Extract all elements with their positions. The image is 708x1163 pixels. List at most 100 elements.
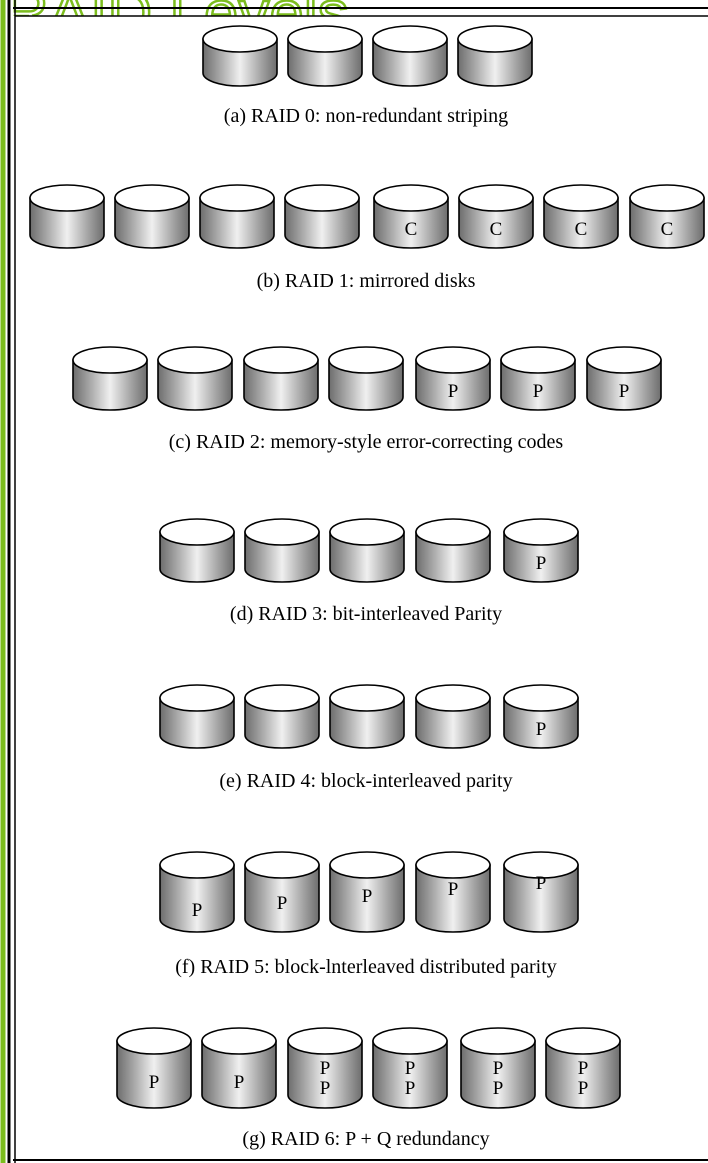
parity-disk-icon: P — [500, 346, 576, 411]
disk-top — [372, 1027, 448, 1055]
disk-label: C — [490, 219, 503, 240]
disk-body — [29, 197, 105, 249]
disk-top — [415, 518, 491, 546]
disk-label: C — [661, 219, 674, 240]
disk-top — [72, 346, 148, 374]
disk-body — [114, 197, 190, 249]
data-disk-icon — [457, 25, 533, 87]
data-disk-icon — [372, 25, 448, 87]
parity-disk-icon: P — [503, 684, 579, 749]
disk-top — [29, 184, 105, 212]
disk-top — [329, 684, 405, 712]
data-disk-icon — [159, 684, 235, 749]
disk-top — [244, 851, 320, 879]
parity-disk-icon: P — [116, 1027, 192, 1109]
parity-disk-icon: C — [543, 184, 619, 249]
raid-level-caption: (c) RAID 2: memory-style error-correctin… — [169, 431, 564, 453]
disk-body — [199, 197, 275, 249]
disk-label: P — [493, 1078, 504, 1099]
disk-body — [287, 1040, 363, 1109]
disk-body — [503, 864, 579, 933]
disk-label: P — [536, 719, 547, 740]
raid-level-group: P (e) RAID 4: block-interleaved parity — [159, 684, 579, 792]
disk-label: P — [536, 873, 547, 894]
disk-top — [328, 346, 404, 374]
disk-label: C — [575, 219, 588, 240]
disk-body — [545, 1040, 621, 1109]
disk-body — [201, 1040, 277, 1109]
disk-label: P — [619, 381, 630, 402]
disk-body — [116, 1040, 192, 1109]
data-disk-icon — [329, 684, 405, 749]
disk-body — [328, 359, 404, 411]
data-disk-icon — [199, 184, 275, 249]
disk-label: P — [493, 1058, 504, 1079]
disk-body — [503, 697, 579, 749]
disk-label: P — [234, 1072, 245, 1093]
disk-body — [500, 359, 576, 411]
disk-label: P — [578, 1058, 589, 1079]
disk-label: P — [192, 900, 203, 921]
disk-body — [159, 864, 235, 933]
raid-level-group: (a) RAID 0: non-redundant striping — [202, 25, 533, 127]
parity-disk-icon: P — [415, 346, 491, 411]
disk-top — [372, 25, 448, 53]
data-disk-icon — [157, 346, 233, 411]
disk-label: P — [533, 381, 544, 402]
disk-body — [72, 359, 148, 411]
data-disk-icon — [329, 518, 405, 583]
disk-label: P — [149, 1072, 160, 1093]
disk-body — [629, 197, 705, 249]
raid-level-caption: (e) RAID 4: block-interleaved parity — [219, 770, 512, 792]
disk-top — [329, 851, 405, 879]
disk-top — [284, 184, 360, 212]
disk-top — [114, 184, 190, 212]
disk-top — [500, 346, 576, 374]
disk-label: P — [448, 381, 459, 402]
disk-body — [503, 531, 579, 583]
disk-label: P — [362, 886, 373, 907]
disk-top — [199, 184, 275, 212]
data-disk-icon — [72, 346, 148, 411]
data-disk-icon — [328, 346, 404, 411]
disk-body — [329, 697, 405, 749]
disk-top — [287, 25, 363, 53]
disk-label: P — [578, 1078, 589, 1099]
parity-disk-icon: PP — [545, 1027, 621, 1109]
disk-top — [545, 1027, 621, 1055]
parity-disk-icon: P — [586, 346, 662, 411]
disk-top — [244, 684, 320, 712]
disk-label: P — [320, 1078, 331, 1099]
disk-top — [157, 346, 233, 374]
raid-level-caption: (g) RAID 6: P + Q redundancy — [242, 1128, 489, 1150]
disk-body — [244, 864, 320, 933]
disk-top — [415, 684, 491, 712]
data-disk-icon — [287, 25, 363, 87]
disk-body — [243, 359, 319, 411]
disk-body — [329, 864, 405, 933]
parity-disk-icon: P — [503, 851, 579, 933]
parity-disk-icon: P — [159, 851, 235, 933]
disk-top — [201, 1027, 277, 1055]
parity-disk-icon: P — [201, 1027, 277, 1109]
data-disk-icon — [29, 184, 105, 249]
disk-body — [157, 359, 233, 411]
disk-label: P — [405, 1058, 416, 1079]
data-disk-icon — [415, 684, 491, 749]
disk-body — [244, 697, 320, 749]
disk-top — [457, 25, 533, 53]
data-disk-icon — [159, 518, 235, 583]
disk-top — [329, 518, 405, 546]
data-disk-icon — [202, 25, 278, 87]
disk-top — [159, 684, 235, 712]
disk-body — [415, 359, 491, 411]
disk-body — [415, 531, 491, 583]
parity-disk-icon: P — [415, 851, 491, 933]
disk-label: P — [536, 553, 547, 574]
disk-top — [503, 684, 579, 712]
